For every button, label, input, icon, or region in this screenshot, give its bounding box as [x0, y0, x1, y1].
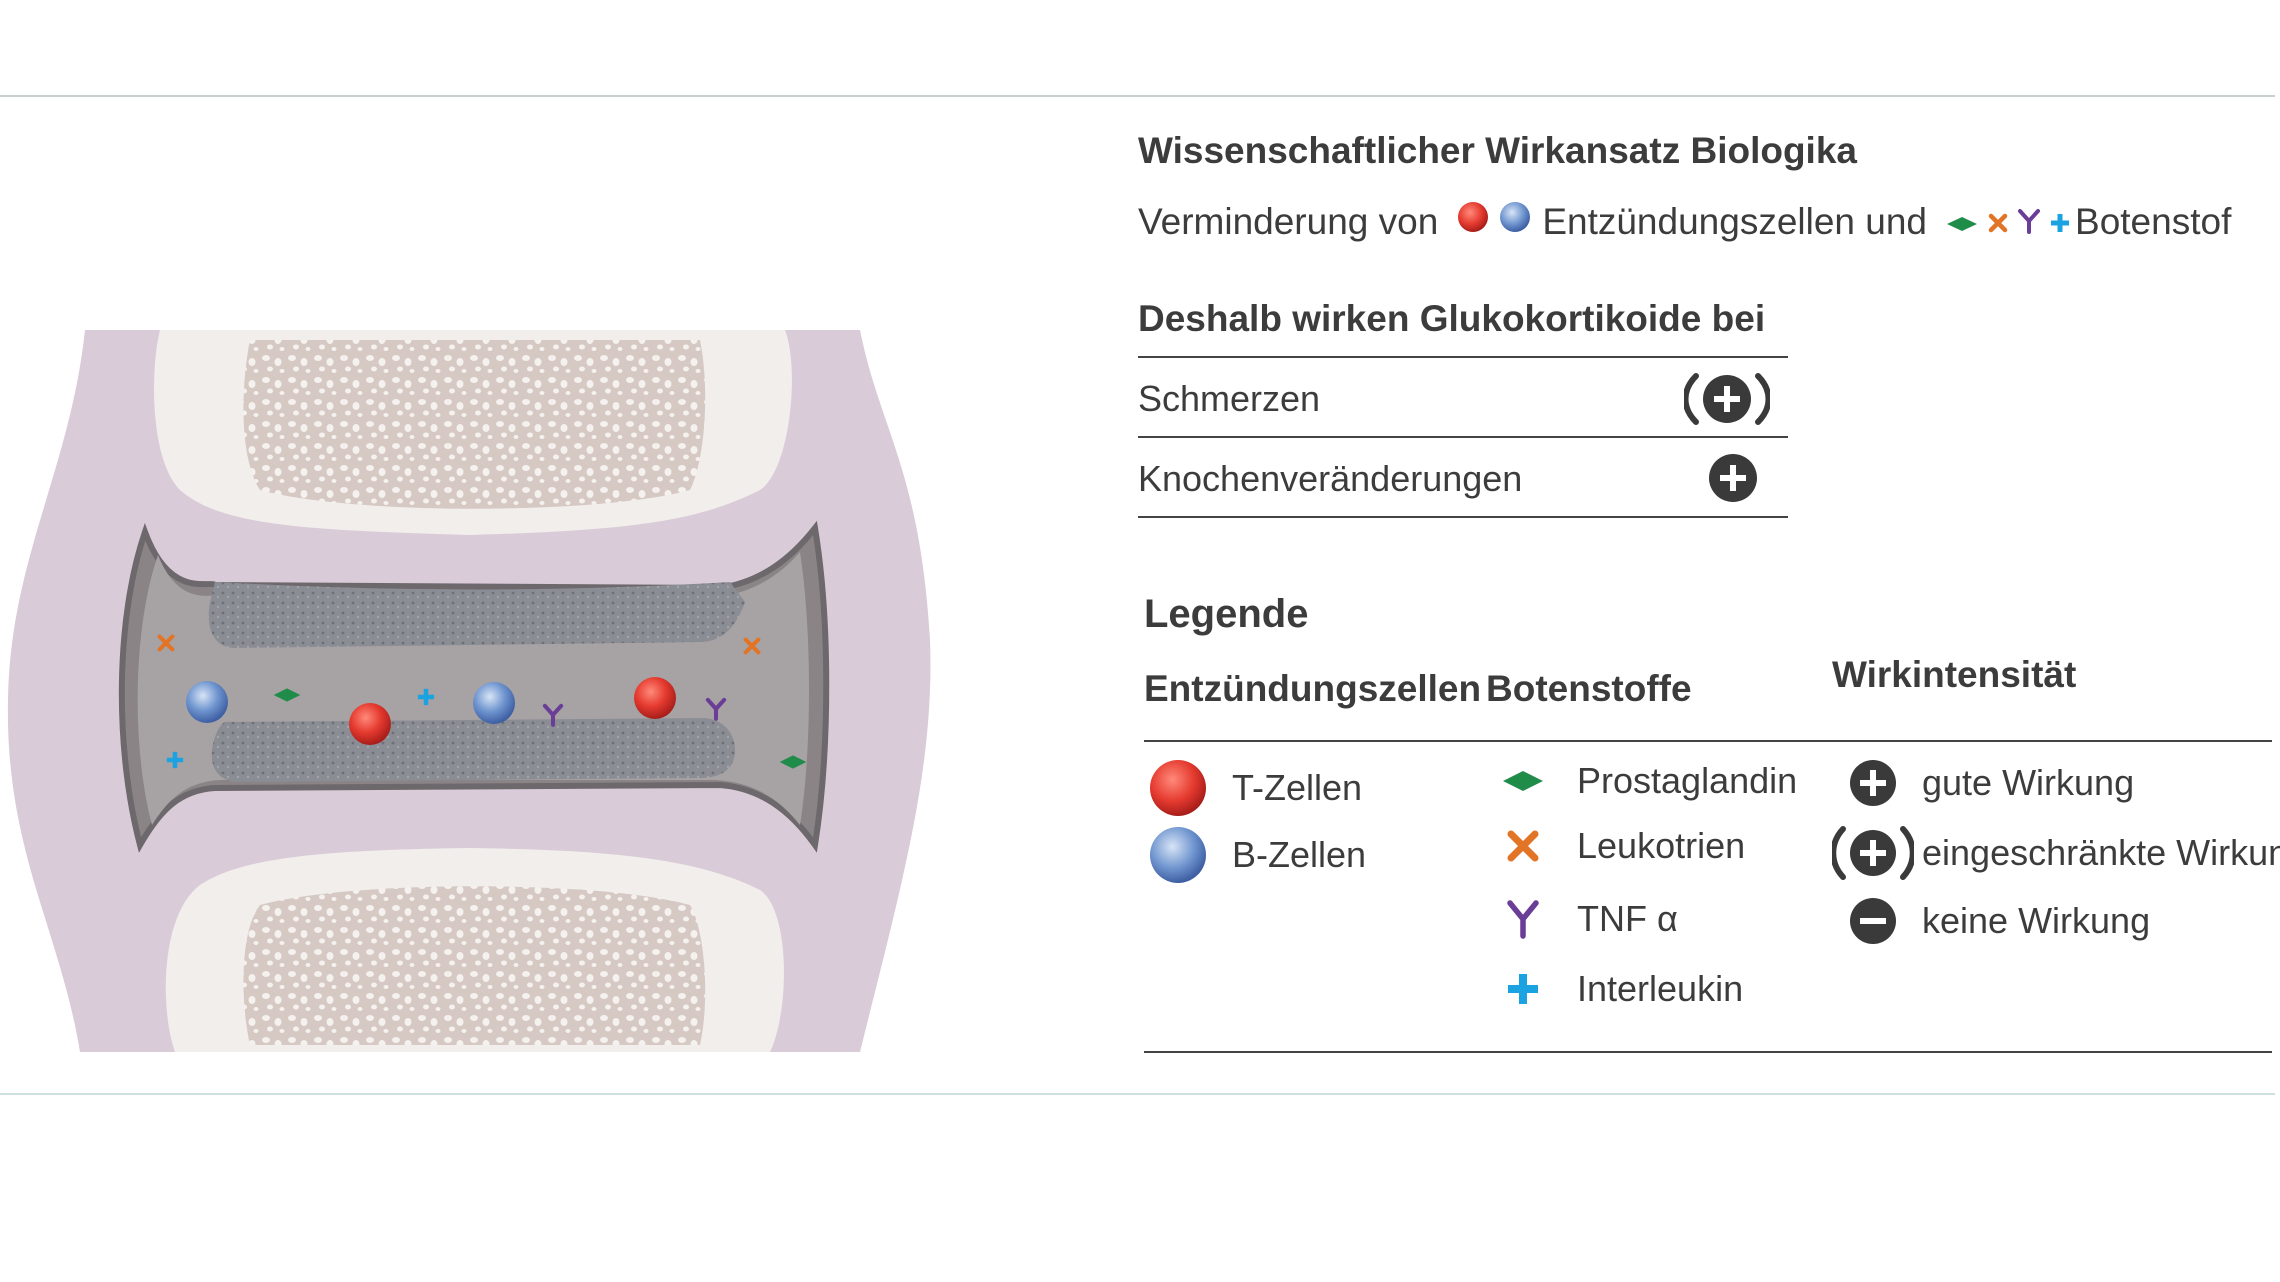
good-effect-icon — [1707, 452, 1759, 509]
legend-label: keine Wirkung — [1922, 900, 2151, 941]
bottom-divider — [0, 1093, 2275, 1095]
prostaglandin-icon — [1945, 201, 1979, 243]
legend-label: gute Wirkung — [1922, 762, 2135, 803]
b-cell-marker — [473, 682, 515, 724]
legend-item-interleukin: Interleukin — [1483, 968, 1743, 1010]
mechanism-line: Verminderung von Entzündungszellen und B… — [1138, 200, 2231, 243]
legend-label: Interleukin — [1577, 968, 1744, 1009]
legend-label: T-Zellen — [1232, 767, 1363, 808]
legend-label: B-Zellen — [1232, 834, 1367, 875]
joint-illustration — [7, 330, 931, 1052]
mechanism-suffix: Botenstof — [2075, 200, 2232, 242]
t-cell-icon — [1138, 758, 1218, 818]
mechanism-mid: Entzündungszellen und — [1542, 200, 1928, 242]
legend-item-limited-effect: eingeschränkte Wirkung — [1832, 823, 2280, 883]
legend-label: Leukotrien — [1577, 825, 1746, 866]
b-cell-icon — [1138, 825, 1218, 885]
legend-divider — [1144, 740, 2272, 742]
tnf-icon — [2017, 201, 2041, 243]
legend-item-b-cells: B-Zellen — [1138, 825, 1366, 885]
legend-label: Prostaglandin — [1577, 760, 1798, 801]
limited-effect-icon — [1682, 370, 1772, 433]
legend-item-prostaglandin: Prostaglandin — [1483, 760, 1797, 802]
legend-item-good-effect: gute Wirkung — [1832, 758, 2134, 808]
legend-item-t-cells: T-Zellen — [1138, 758, 1362, 818]
mechanism-prefix: Verminderung von — [1138, 200, 1439, 242]
leukotrien-icon — [1987, 201, 2009, 243]
section-title: Wissenschaftlicher Wirkansatz Biologika — [1138, 130, 1857, 171]
b-cell-marker — [186, 681, 228, 723]
limited-effect-icon — [1832, 823, 1914, 883]
legend-item-tnf: TNF α — [1483, 898, 1678, 940]
legend-item-no-effect: keine Wirkung — [1832, 896, 2150, 946]
good-effect-icon — [1832, 758, 1914, 808]
legend-col-cells: Entzündungszellen — [1144, 668, 1482, 709]
legend-item-leukotrien: Leukotrien — [1483, 825, 1745, 867]
legend-col-messengers: Botenstoffe — [1486, 668, 1692, 709]
legend-title: Legende — [1144, 592, 1309, 636]
effect-row: Schmerzen — [1138, 358, 1788, 438]
upper-cartilage — [208, 582, 745, 648]
t-cell-marker — [634, 677, 676, 719]
prostaglandin-icon — [1483, 769, 1563, 793]
legend-col-intensity: Wirkintensität — [1832, 654, 2077, 695]
lower-bone-spongy — [243, 886, 706, 1045]
effects-table: Schmerzen Knochenveränderungen — [1138, 356, 1788, 518]
t-cell-marker — [349, 703, 391, 745]
effects-title: Deshalb wirken Glukokortikoide bei — [1138, 298, 1766, 339]
interleukin-icon — [2049, 201, 2071, 243]
upper-bone-spongy — [243, 340, 706, 509]
lower-cartilage — [211, 718, 735, 782]
interleukin-icon — [1483, 972, 1563, 1006]
tnf-icon — [1483, 899, 1563, 939]
legend-label: eingeschränkte Wirkung — [1922, 832, 2280, 873]
leukotrien-icon — [1483, 829, 1563, 863]
effect-row: Knochenveränderungen — [1138, 438, 1788, 518]
legend-label: TNF α — [1577, 898, 1678, 939]
b-cell-icon — [1498, 200, 1532, 243]
top-divider — [0, 95, 2275, 97]
t-cell-icon — [1456, 200, 1490, 243]
legend-bottom-divider — [1144, 1051, 2272, 1053]
effect-label: Schmerzen — [1138, 378, 1321, 419]
effect-label: Knochenveränderungen — [1138, 458, 1523, 499]
no-effect-icon — [1832, 896, 1914, 946]
